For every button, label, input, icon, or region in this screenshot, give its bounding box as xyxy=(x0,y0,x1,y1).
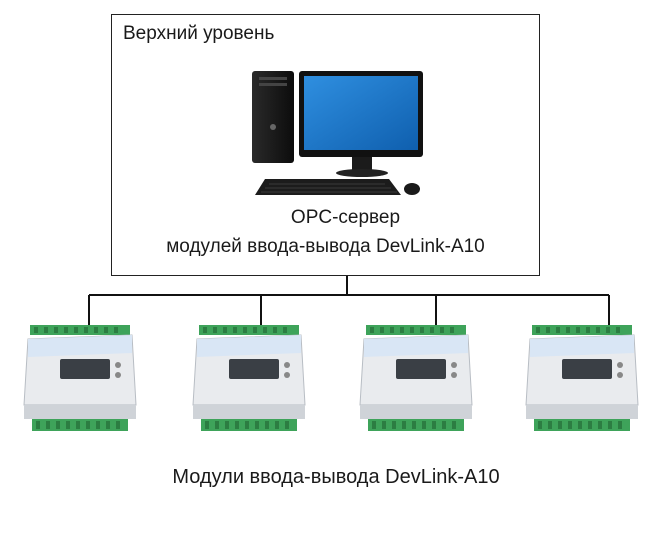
io-module-icon xyxy=(23,325,137,431)
io-module-icon xyxy=(192,325,306,431)
server-label-line2: модулей ввода-вывода DevLink-A10 xyxy=(166,236,485,257)
modules-caption: Модули ввода-вывода DevLink-A10 xyxy=(172,466,500,488)
server-label-line1: OPC-сервер xyxy=(290,207,401,228)
desktop-computer-icon xyxy=(252,71,423,195)
upper-level-title: Верхний уровень xyxy=(123,23,275,44)
io-module-icon xyxy=(525,325,639,431)
upper-level-box: Верхний уровень OPC-сервер xyxy=(111,14,540,276)
io-module-icon xyxy=(359,325,473,431)
